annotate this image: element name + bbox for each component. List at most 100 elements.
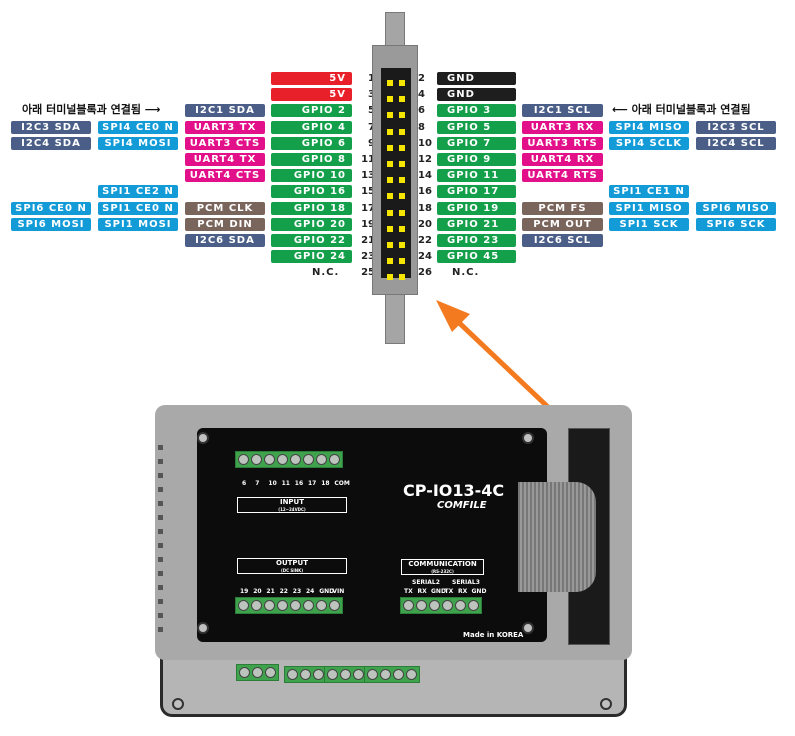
screw-icon: [316, 454, 327, 465]
pin-function-gpio: GPIO 2: [271, 104, 352, 118]
pin-function-gnd: GND: [437, 72, 516, 85]
terminal-label: 18: [321, 480, 330, 487]
terminal-label: 16: [294, 480, 304, 487]
pin-function-gpio: GPIO 8: [271, 153, 352, 166]
made-in-label: Made in KOREA: [463, 631, 524, 639]
device-base: [160, 655, 627, 717]
pin-function-gpio: GPIO 7: [437, 136, 516, 150]
screw-icon: [238, 600, 249, 611]
pin-function-gpio: GPIO 18: [271, 201, 352, 215]
ribbon-cable: [518, 482, 596, 592]
pin-number: 12: [418, 154, 432, 165]
screw-icon: [442, 600, 453, 611]
pin-function-spi: SPI6 MOSI: [11, 217, 91, 231]
pin-function-spi: SPI6 MISO: [696, 201, 776, 215]
note-connected-terminal: 아래 터미널블록과 연결됨 ⟶: [22, 103, 161, 117]
screw-icon: [403, 600, 414, 611]
pin-function-gpio: GPIO 19: [437, 201, 516, 215]
pin-function-i2c: I2C1 SCL: [522, 104, 603, 118]
pin-function-i2c: I2C6 SCL: [522, 234, 603, 247]
pin-number: 2: [418, 73, 425, 84]
pin-icon: [399, 225, 405, 232]
communication-title-box: COMMUNICATION (RS-232C): [401, 559, 484, 575]
screw-icon: [252, 667, 263, 678]
communication-title: COMMUNICATION: [408, 560, 477, 568]
vent-slot: [158, 501, 163, 506]
terminal-label: 6: [242, 480, 247, 487]
terminal-label: COM: [334, 480, 350, 487]
arrow-head: [436, 300, 470, 332]
screw-icon: [303, 454, 314, 465]
screw-icon: [239, 667, 250, 678]
terminal-label: GND: [431, 588, 446, 595]
screw-icon: [353, 669, 364, 680]
terminal-label: TX: [444, 588, 454, 595]
vent-slot: [158, 515, 163, 520]
screw-icon: [316, 600, 327, 611]
terminal-label: 17: [308, 480, 317, 487]
pin-number: 4: [418, 89, 425, 101]
screw-icon: [300, 669, 311, 680]
pin-icon: [387, 80, 393, 86]
pin-function-uart: UART4 RX: [522, 153, 603, 166]
output-title: OUTPUT: [276, 559, 308, 567]
pin-function-spi: SPI1 MISO: [609, 201, 689, 215]
pin-function-i2c: I2C4 SDA: [11, 136, 91, 150]
screw-icon: [303, 600, 314, 611]
pin-function-gpio: GPIO 17: [437, 185, 516, 199]
pin-number: 24: [418, 251, 432, 263]
screw-icon: [277, 454, 288, 465]
pin-function-gpio: GPIO 24: [271, 250, 352, 264]
pin-function-gpio: GPIO 22: [271, 234, 352, 247]
screw-icon: [251, 454, 262, 465]
screw-icon: [340, 669, 351, 680]
terminal-label: 24: [306, 588, 315, 595]
vent-slot: [158, 445, 163, 450]
pin-function-spi: SPI1 SCK: [609, 217, 689, 231]
mount-screw-icon: [197, 432, 209, 444]
pin-function-uart: UART3 TX: [185, 120, 265, 134]
pin-function-gpio: GPIO 3: [437, 104, 516, 118]
pin-number: 18: [418, 202, 432, 214]
pin-icon: [399, 274, 405, 281]
screw-icon: [251, 600, 262, 611]
terminal-block: [364, 666, 420, 683]
vent-slot: [158, 529, 163, 534]
vent-slot: [158, 571, 163, 576]
output-subtitle: (DC SINK): [280, 568, 304, 573]
pin-icon: [399, 258, 405, 265]
pin-icon: [399, 177, 405, 184]
pin-function-spi: SPI4 CE0 N: [98, 120, 178, 134]
screw-icon: [277, 600, 288, 611]
screw-icon: [367, 669, 378, 680]
pin-number: 11: [361, 154, 375, 165]
pin-icon: [399, 112, 405, 119]
pin-function-pcm: PCM FS: [522, 201, 603, 215]
pin-function-uart: UART3 RX: [522, 120, 603, 134]
vent-slot: [158, 585, 163, 590]
output-title-box: OUTPUT (DC SINK): [237, 558, 347, 574]
pin-function-gpio: GPIO 23: [437, 234, 516, 247]
pin-number: 23: [361, 251, 375, 263]
pin-number: 21: [361, 235, 375, 246]
pin-icon: [399, 209, 405, 216]
pin-number: 26: [418, 267, 432, 279]
terminal-label: TX: [404, 588, 413, 595]
pin-function-pcm: PCM OUT: [522, 217, 603, 231]
pin-header-body: [381, 68, 411, 281]
screw-icon: [265, 667, 276, 678]
not-connected-label: N.C.: [452, 267, 480, 279]
pin-number: 25: [361, 267, 375, 279]
serial3-label: SERIAL3: [452, 579, 480, 586]
communication-subtitle: (RS-232C): [431, 569, 454, 574]
brand-logo: COMFILE: [437, 500, 487, 511]
vent-slot: [158, 543, 163, 548]
terminal-label: 23: [292, 588, 302, 595]
vent-slot: [158, 613, 163, 618]
pin-function-spi: SPI6 CE0 N: [11, 201, 91, 215]
pin-function-gpio: GPIO 10: [271, 169, 352, 183]
pin-function-power: 5V: [271, 72, 352, 85]
input-title: INPUT: [279, 498, 305, 506]
pin-function-gpio: GPIO 16: [271, 185, 352, 199]
pin-icon: [387, 258, 393, 265]
